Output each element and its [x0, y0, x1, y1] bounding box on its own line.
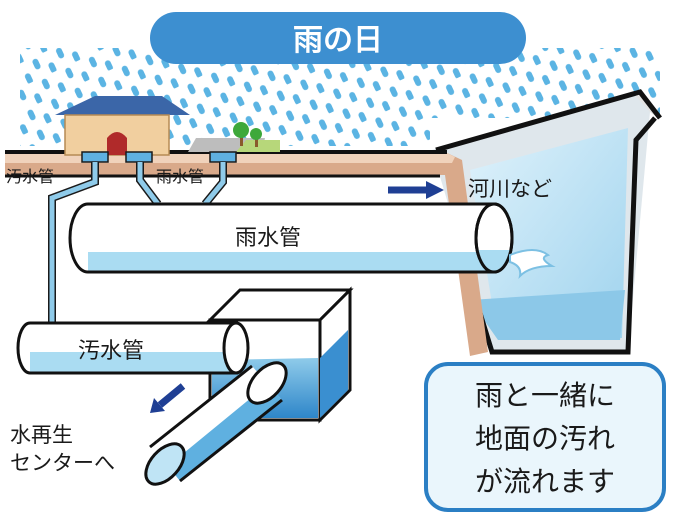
connector-pipes [48, 162, 227, 330]
label-sewage-pipe-main: 汚水管 [78, 339, 144, 364]
water-splash [509, 249, 556, 280]
note-line-2: 地面の汚れ [475, 422, 615, 455]
label-rain-pipe-small: 雨水管 [156, 167, 204, 186]
label-sewage-pipe-small: 汚水管 [6, 167, 54, 186]
flow-arrow-icon [388, 181, 444, 199]
yard [188, 138, 280, 152]
title-banner: 雨の日 [150, 12, 526, 64]
note-line-1: 雨と一緒に [475, 379, 615, 412]
sewage-main-pipe [16, 321, 250, 375]
river-bank [432, 89, 662, 355]
outlet-pipe [144, 361, 288, 486]
rainwater-main-pipe [68, 202, 514, 274]
label-rain-pipe-main: 雨水管 [235, 226, 301, 251]
note-line-3: が流れます [475, 465, 615, 498]
tree-icon [233, 122, 262, 147]
label-reclamation-line2: センターへ [10, 451, 115, 475]
note-box: 雨と一緒に 地面の汚れ が流れます [424, 362, 666, 512]
label-river: 河川など [468, 177, 552, 201]
house-icon [55, 96, 190, 156]
label-reclamation-line1: 水再生 [10, 423, 73, 447]
page-title: 雨の日 [293, 23, 383, 58]
flow-arrow-icon [150, 383, 186, 413]
